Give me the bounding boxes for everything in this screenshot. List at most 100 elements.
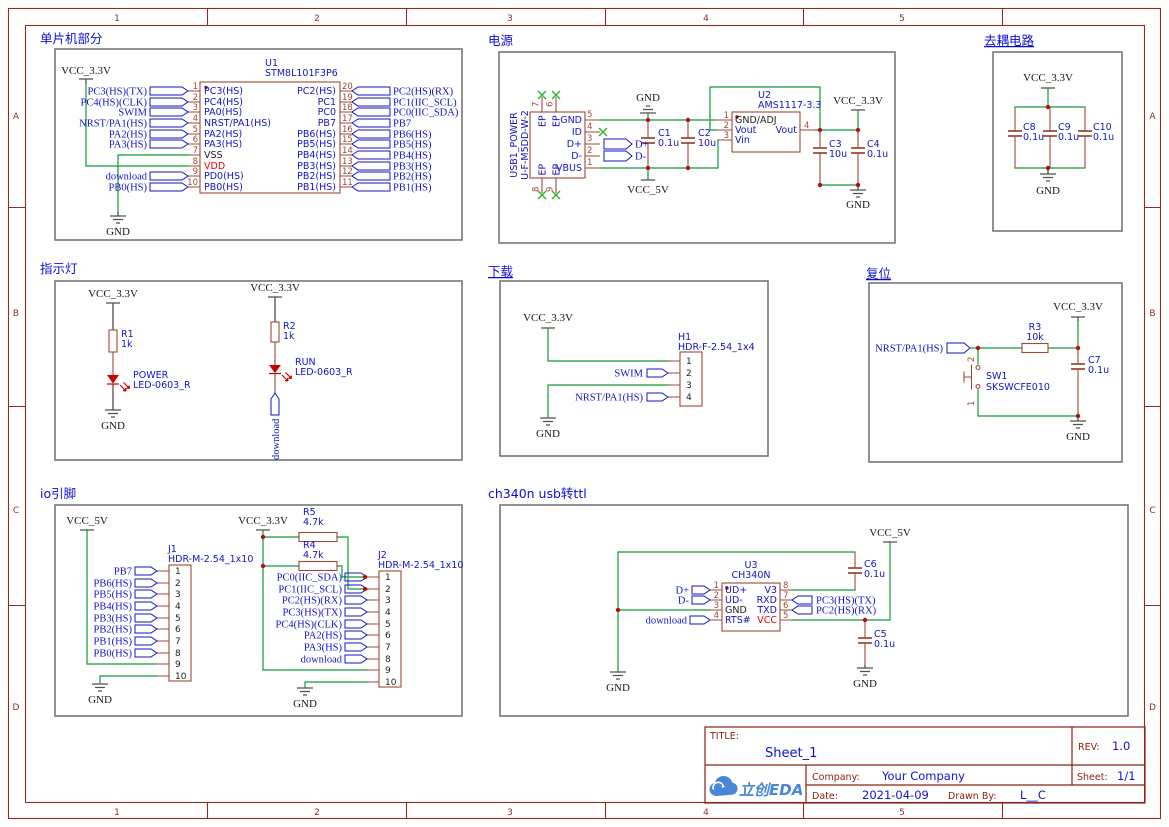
pin-number: 12: [342, 167, 353, 177]
resistor-body[interactable]: [298, 560, 338, 572]
usb-body[interactable]: [529, 111, 586, 179]
title-block: TITLE: Sheet_1 REV: 1.0 Company: Your Co…: [704, 726, 1146, 804]
gnd-net-label: GND: [101, 420, 125, 432]
pin-name: PB1(HS): [297, 182, 336, 193]
wires: [547, 327, 669, 419]
section-title: 指示灯: [40, 261, 78, 276]
pin-number: 9: [546, 187, 556, 192]
net-flags-j2[interactable]: [344, 572, 368, 664]
chip-pins: [710, 589, 792, 621]
junction: [615, 607, 621, 613]
ref-des: C3: [829, 139, 842, 150]
part-number: U-F-M5DD-W-2: [520, 110, 531, 180]
resistor-body[interactable]: [298, 531, 338, 543]
component-u1[interactable]: U1 STM8L101F3P6 1 2 3 4 5 6 7 8 9 10 PC3…: [187, 58, 353, 194]
net-label: NRST/PA1(HS): [875, 344, 943, 355]
pin-name: RXD: [757, 595, 777, 606]
net-label: download: [646, 616, 688, 627]
header-body[interactable]: [378, 570, 402, 688]
resistor-body[interactable]: [1021, 342, 1049, 354]
regulator-body[interactable]: [731, 111, 801, 153]
net-flag[interactable]: [946, 342, 971, 354]
cap-plates[interactable]: [848, 567, 872, 644]
pin-number: 9: [193, 167, 198, 177]
switch-actuator: [963, 364, 973, 390]
zone-col-label: 1: [114, 14, 120, 24]
net-label: NRST/PA1(HS): [575, 393, 643, 404]
pin-number: 6: [385, 631, 391, 641]
pin-number: 7: [532, 102, 542, 107]
ref-des: U1: [265, 58, 278, 69]
header-body[interactable]: [679, 351, 703, 407]
component-r4[interactable]: R4 4.7k: [298, 540, 338, 572]
resistor-body[interactable]: [270, 321, 280, 343]
pin1-marker: [725, 586, 729, 590]
pin-number: 13: [342, 157, 353, 167]
value: 0.1u: [1058, 132, 1079, 143]
net-label: PB0(HS): [93, 649, 132, 660]
ref-des: C6: [864, 559, 877, 570]
component-led-run[interactable]: RUN LED-0603_R: [269, 342, 353, 393]
net-label: PB5(HS): [93, 590, 132, 601]
pin-number: 1: [175, 567, 181, 577]
pin-number: 2: [967, 357, 977, 362]
pin-number: 3: [686, 381, 692, 391]
cap-plates[interactable]: [641, 137, 865, 154]
component-r3[interactable]: R3 10k: [1021, 322, 1049, 354]
component-sw1[interactable]: 2 1 SW1 SKSWCFE010: [963, 357, 1050, 406]
cap-plates[interactable]: [1008, 130, 1092, 137]
sheet-title: Sheet_1: [765, 746, 817, 761]
pin-number: 1: [385, 573, 391, 583]
component-r2[interactable]: R2 1k: [270, 321, 296, 343]
value: 0.1u: [1088, 365, 1109, 376]
outer-frame: [7, 7, 1162, 820]
pin-number: 2: [193, 93, 198, 103]
section-mcu: 单片机部分 VCC_3.3V GND U1 STM8L101F3P6 1 2 3…: [40, 31, 463, 241]
pin-name: RTS#: [725, 615, 751, 626]
no-connect-marks: [537, 90, 608, 200]
ref-des: C1: [658, 128, 671, 139]
pin-number: 19: [342, 93, 353, 103]
part-number: LED-0603_R: [295, 367, 353, 378]
chip-body[interactable]: [721, 582, 781, 632]
vcc-net-label: VCC_3.3V: [523, 312, 573, 324]
pin-number: 4: [193, 114, 198, 124]
zone-col-label: 5: [899, 808, 905, 818]
section-title: 电源: [488, 33, 514, 48]
net-flags[interactable]: [689, 585, 813, 625]
net-flags[interactable]: [149, 86, 391, 192]
value: 0.1u: [874, 639, 895, 650]
pin-number: 20: [342, 82, 353, 92]
net-flag-download[interactable]: [270, 392, 280, 416]
net-flags-j1[interactable]: [134, 566, 158, 658]
component-j2[interactable]: J2 HDR-M-2.54_1x10 1 2 3 4 5 6 7 8 9 10: [367, 550, 463, 688]
cap-plates[interactable]: [1071, 363, 1085, 370]
pin-number: 6: [783, 601, 788, 611]
chip-body[interactable]: [199, 81, 341, 194]
vcc5-net-label: VCC_5V: [627, 184, 669, 196]
pin-number: 10: [385, 678, 397, 688]
date-value: 2021-04-09: [862, 788, 929, 802]
net-label: PA3(HS): [109, 140, 148, 151]
value: 10u: [698, 138, 716, 149]
component-led-power[interactable]: POWER LED-0603_R: [107, 352, 191, 393]
junction: [975, 345, 981, 351]
zone-col-label: 3: [507, 808, 513, 818]
ref-des: U3: [745, 560, 758, 571]
component-h1[interactable]: H1 HDR-F-2.54_1x4 1 2 3 4: [668, 332, 755, 407]
component-j1[interactable]: J1 HDR-M-2.54_1x10 1 2 3 4 5 6 7 8 9 10: [157, 544, 253, 682]
component-u2[interactable]: U2 AMS1117-3.3 1 2 3 4 GND/ADJ Vout Vin …: [717, 90, 821, 153]
header-body[interactable]: [168, 564, 192, 682]
net-label: PB6(HS): [93, 579, 132, 590]
pin-number: 6: [193, 135, 198, 145]
net-flags[interactable]: [603, 138, 633, 162]
junction: [1075, 413, 1081, 419]
component-r5[interactable]: R5 4.7k: [298, 507, 338, 543]
resistor-body[interactable]: [108, 329, 118, 353]
pin-name: PC0: [318, 107, 336, 118]
net-flags[interactable]: [646, 368, 669, 402]
component-r1[interactable]: R1 1k: [108, 329, 134, 353]
component-usb1[interactable]: USB1_POWER U-F-M5DD-W-2 EP EP EP EP 7 6 …: [509, 97, 600, 193]
junction: [862, 617, 868, 623]
component-u3[interactable]: U3 CH340N 1 2 3 4 8 7 6 5 UD+ UD- GND RT…: [710, 560, 792, 632]
